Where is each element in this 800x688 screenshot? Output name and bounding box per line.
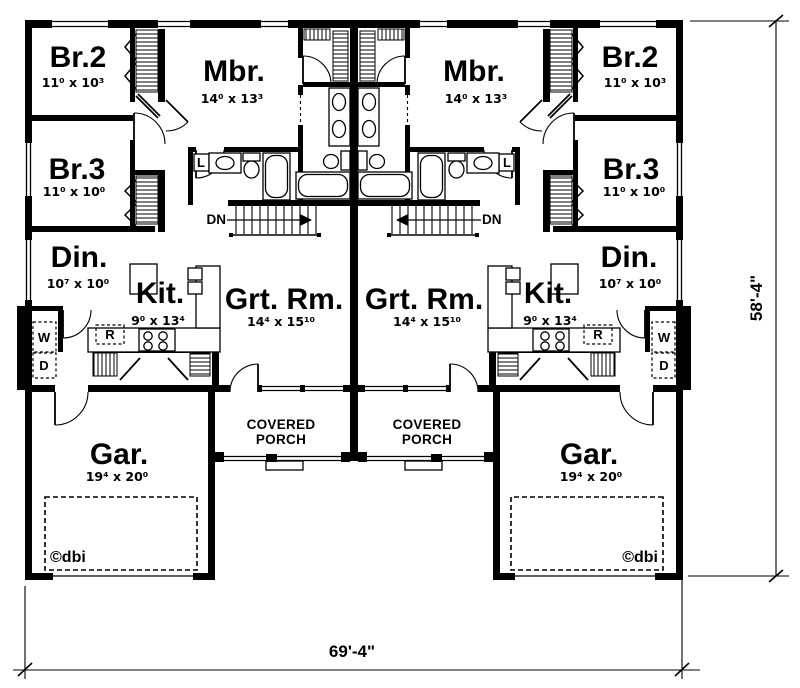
dryer-label-right: D (659, 358, 668, 373)
room-dims-kit-right: 9⁰ x 13⁴ (523, 313, 577, 328)
door-leaves (54, 56, 304, 425)
room-label-br3-left: Br.3 (49, 153, 106, 186)
stairs-down-label-left: DN (207, 212, 227, 227)
dryer-label-left: D (39, 358, 48, 373)
room-label-gar-left: Gar. (90, 438, 148, 471)
room-dims-br2-left: 11⁰ x 10³ (42, 75, 105, 90)
room-dims-br3-right: 11⁰ x 10⁰ (603, 184, 666, 199)
room-label-din-right: Din. (601, 241, 658, 274)
porch-label-line1-left: COVERED (247, 417, 316, 432)
room-dims-mbr-left: 14⁰ x 13³ (201, 91, 264, 106)
room-label-br2-left: Br.2 (50, 41, 107, 74)
room-dims-grt-right: 14⁴ x 15¹⁰ (393, 314, 461, 329)
fixtures (87, 87, 351, 471)
room-label-gar-right: Gar. (560, 438, 618, 471)
left-unit-labels: Br.2 11⁰ x 10³ Mbr. 14⁰ x 13³ Br.3 11⁰ x… (38, 41, 343, 566)
closet-hatching (92, 28, 349, 377)
window-lines (25, 20, 343, 577)
porch-label-line2-left: PORCH (256, 432, 306, 447)
linen-label-left: L (197, 155, 205, 170)
room-dims-grt-left: 14⁴ x 15¹⁰ (247, 314, 315, 329)
room-dims-din-left: 10⁷ x 10⁰ (47, 276, 110, 291)
stairs-down-label-right: DN (482, 212, 502, 227)
room-label-kit-right: Kit. (524, 277, 572, 310)
washer-label-right: W (658, 330, 671, 345)
room-dims-kit-left: 9⁰ x 13⁴ (131, 313, 185, 328)
right-unit-labels: Br.2 11⁰ x 10³ Mbr. 14⁰ x 13³ Br.3 11⁰ x… (365, 41, 671, 566)
room-dims-br3-left: 11⁰ x 10⁰ (43, 184, 106, 199)
refrigerator-label-left: R (105, 327, 115, 342)
overall-width-dimension: 69'-4" (329, 642, 375, 661)
party-wall (350, 20, 358, 461)
room-label-kit-left: Kit. (136, 277, 184, 310)
porch-rail (215, 452, 350, 462)
room-label-grt-right: Grt. Rm. (365, 283, 483, 316)
porch-label-line2-right: PORCH (402, 432, 452, 447)
linen-label-right: L (503, 155, 511, 170)
copyright-mark-left: ©dbi (50, 549, 86, 566)
room-dims-gar-right: 19⁴ x 20⁰ (560, 469, 623, 484)
room-dims-gar-left: 19⁴ x 20⁰ (86, 469, 149, 484)
room-label-mbr-right: Mbr. (443, 55, 505, 88)
overall-depth-dimension: 58'-4" (747, 275, 766, 321)
stairs (227, 206, 321, 237)
room-label-grt-left: Grt. Rm. (225, 283, 343, 316)
stairs-direction-arrow (300, 214, 312, 226)
refrigerator-label-right: R (593, 327, 603, 342)
washer-label-left: W (38, 330, 51, 345)
dimension-lines: 69'-4" 58'-4" (13, 14, 789, 679)
room-label-br2-right: Br.2 (602, 41, 659, 74)
unit-geometry (17, 19, 351, 581)
room-dims-din-right: 10⁷ x 10⁰ (599, 276, 662, 291)
room-label-br3-right: Br.3 (603, 153, 660, 186)
room-label-din-left: Din. (51, 241, 108, 274)
room-dims-mbr-right: 14⁰ x 13³ (445, 91, 508, 106)
bifold-door-symbols (123, 33, 137, 227)
copyright-mark-right: ©dbi (622, 549, 658, 566)
room-label-mbr-left: Mbr. (203, 55, 265, 88)
garage-door-outline (44, 496, 198, 571)
room-dims-br2-right: 11⁰ x 10³ (604, 75, 667, 90)
appliance-outlines (32, 321, 125, 379)
porch-label-line1-right: COVERED (393, 417, 462, 432)
